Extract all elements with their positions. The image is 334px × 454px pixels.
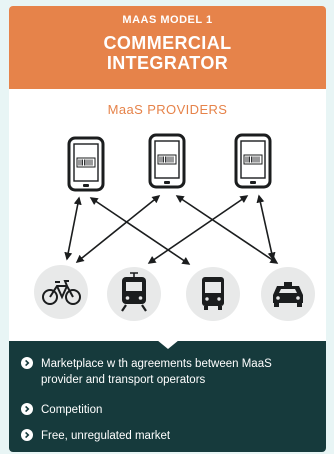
phone-3 <box>234 133 272 189</box>
feature-item: Competition <box>21 402 316 418</box>
chevron-right-icon <box>21 403 33 415</box>
arrow-phone1-bicycle <box>64 196 82 261</box>
arrow-phone1-bus <box>89 197 191 265</box>
arrow-phone3-car <box>256 194 276 261</box>
arrow-phone3-train <box>147 195 249 264</box>
connection-arrows <box>64 194 279 265</box>
car-icon <box>273 282 303 307</box>
title-line-1: COMMERCIAL <box>103 33 232 53</box>
panel-notch <box>157 340 179 349</box>
feature-text: Competition <box>41 404 103 416</box>
chevron-right-icon <box>21 429 33 441</box>
feature-text: Marketplace w th agreements between MaaS… <box>41 356 272 388</box>
network-diagram <box>34 133 315 321</box>
transport-bicycle <box>34 265 88 319</box>
model-subtitle: MAAS MODEL 1 <box>122 14 213 26</box>
providers-label: MaaS PROVIDERS <box>107 102 228 117</box>
model-title: COMMERCIAL INTEGRATOR <box>9 33 326 73</box>
transport-train <box>107 267 161 321</box>
header-banner: MAAS MODEL 1 COMMERCIAL INTEGRATOR <box>9 6 326 89</box>
transport-car <box>261 267 315 321</box>
train-icon <box>121 272 147 312</box>
bus-icon <box>202 277 224 310</box>
feature-item: Marketplace w th agreements between MaaS… <box>21 356 316 388</box>
bicycle-icon <box>42 280 81 305</box>
feature-text-line-1: Marketplace w th agreements between MaaS <box>41 358 272 370</box>
phone-2 <box>148 133 186 189</box>
feature-item: Free, unregulated market <box>21 428 316 444</box>
card-inner: MAAS MODEL 1 COMMERCIAL INTEGRATOR MaaS … <box>9 6 326 452</box>
chevron-right-icon <box>21 357 33 369</box>
phone-1 <box>67 136 105 192</box>
features-panel: Marketplace w th agreements between MaaS… <box>9 340 326 452</box>
title-line-2: INTEGRATOR <box>106 53 229 73</box>
feature-text-line-2: provider and transport operators <box>41 374 206 386</box>
arrow-phone2-bicycle <box>75 195 161 263</box>
transport-bus <box>186 267 240 321</box>
feature-text: Free, unregulated market <box>41 430 171 442</box>
